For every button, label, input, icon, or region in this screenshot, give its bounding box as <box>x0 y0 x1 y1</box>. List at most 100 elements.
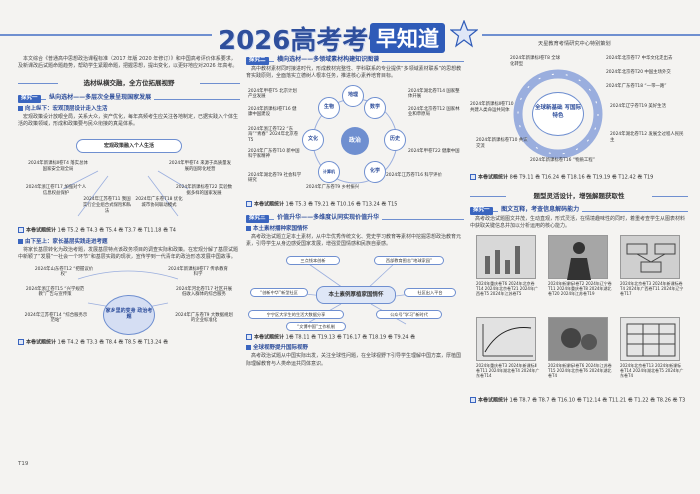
middle-column: 探究二 横向选材——多领域素材构建知识图谱 高中教材素材同时接进时代，形成教材完… <box>246 56 464 368</box>
diagram-center: 宏观政策融入个人生活 <box>76 139 182 154</box>
figure-image <box>620 316 680 361</box>
line-chart-thumbnail <box>482 323 533 357</box>
diagram-thumbnail <box>626 243 676 273</box>
tag-title: 图文互释，考查信息解码能力 <box>498 206 583 214</box>
wheel-item: 2024年浙江卷T22 “东海”“青春” 2024年北京卷T5 <box>248 126 299 143</box>
list-icon <box>470 396 476 403</box>
wheel-item: 2024年湖北卷T9 社会科学研究 <box>248 172 302 184</box>
diagram-node: 2024年甲卷T4 来源于高质量发展的国际化经营 <box>169 161 231 173</box>
tag-row-right-1: 探究一 图文互释，考查信息解码能力 <box>470 206 688 216</box>
banner: 2026高考考情 早知道 天星教育考情研究中心特别策划 <box>0 20 700 56</box>
intro-paragraph: 本文综合《普通高中思想政治课程标准（2017 年版 2020 年修订）》和中国高… <box>18 56 238 70</box>
right-column: 全球新基础 写国际特色 2024年新课标Ⅰ卷T8 全球化转型 2024年北京卷T… <box>470 56 688 404</box>
tag-title-1: 纵向选材——多层次全景呈现国家发展 <box>46 93 155 101</box>
subheading-2-text: 将家长基层转化为政治考题，发展基层特点该政务项目的调查实际和政策。在宏观分解了基… <box>18 247 239 261</box>
wheel-item: 2024年北京卷T12 国家林业和草原局 <box>408 106 460 118</box>
wheel-item: 2024年广东卷T9 乡村振兴 <box>306 184 360 190</box>
wheel-segment: 文化 <box>302 128 324 151</box>
ring-item: 2024年新课标卷T16 “物质工程” <box>530 158 595 163</box>
banner-left-rule <box>0 34 212 36</box>
chart-thumbnail <box>485 245 520 274</box>
list-icon <box>470 174 476 180</box>
subheading-1: 向上纵下：宏观顶层设计走入生活 <box>18 105 240 114</box>
mid-text-1: 高中教材素材同时接进时代，形成教材完整性、学科联系的专业提供“多领域素材联系”的… <box>246 66 462 80</box>
left-column: 本文综合《普通高中思想政治课程标准（2017 年版 2020 年修订）》和中国高… <box>18 56 240 346</box>
diagram2-node: 2024年山东卷T12 “把握议价权” <box>34 266 94 278</box>
map-item: 三点钱本创新 <box>286 255 340 265</box>
tag-row-mid-2: 探究三 价值升华——多维度认同实现价值升华 <box>246 214 464 224</box>
subheading-1-text: 宏观政策设计放眼全局，关系大众，资产优化，每年高频考生应关注各地制定，已据实践入… <box>18 113 239 128</box>
banner-right-rule <box>482 34 700 36</box>
wheel-item: 2024年甲卷T22 健康中国 <box>408 148 460 154</box>
list-icon <box>18 227 24 234</box>
diagram-node: 2024年新课标Ⅱ卷T4 落实总体国家安全观全局 <box>28 161 88 173</box>
ring-item: 2024年北京卷T20 中国主场外交 <box>606 70 671 75</box>
ring-center: 全球新基础 写国际特色 <box>532 92 584 136</box>
map-item: “文博中国”工作机制 <box>286 321 346 331</box>
map-center: 本土素例厚植家国情怀 <box>316 285 396 304</box>
ring-item: 2024年北京卷T7 中华文化走出去 <box>606 56 673 61</box>
publisher-credit: 天星教育考情研究中心特别策划 <box>538 41 611 47</box>
wheel-segment: 地理 <box>342 84 364 107</box>
stats-row-right-1: 本卷试题统计 8卷 T9.11 卷 T16.24 卷 T18.16 卷 T19.… <box>470 174 688 182</box>
diagram-node: 2024年江苏卷T11 我国实行企业组合式保险和私法 <box>82 197 132 214</box>
map-item: 公众号“学习”新时代 <box>376 309 442 319</box>
stats-row-mid-1: 本卷试题统计 1卷 T5.3 卷 T9.21 卷 T10.16 卷 T13.24… <box>246 200 464 209</box>
person-silhouette <box>567 241 591 280</box>
figure-caption: 2024年重庆卷T6 2024年北京卷T14 2024年北京卷T21 2024年… <box>476 280 538 296</box>
diagram2-center: 家乡里的变身 政治考题 <box>103 294 155 335</box>
wheel-item: 2024年江苏卷T16 科学评价 <box>386 172 442 178</box>
tag-label-1: 探究一 <box>18 94 41 103</box>
photo-thumbnail <box>561 327 597 350</box>
figure-image <box>476 316 536 361</box>
diagram-hometown: 2024年山东卷T12 “把握议价权” 2024年新课标Ⅱ卷T7 传承教育科学 … <box>18 265 240 339</box>
wheel-item: 2024年湖北卷T14 国家整体开展 <box>408 88 460 100</box>
star-icon <box>450 20 478 48</box>
wheel-segment: 化学 <box>364 160 386 183</box>
ring-item: 2024年新课标卷T10 共识交流 <box>476 138 528 149</box>
ring-item: 2024年新课标Ⅰ卷T8 全球化转型 <box>510 56 561 67</box>
section-title-left: 选材纵横交融，全方位拓展视野 <box>18 79 240 88</box>
global-ring: 全球新基础 写国际特色 2024年新课标Ⅰ卷T8 全球化转型 2024年北京卷T… <box>470 56 688 174</box>
banner-title: 2026高考考情 <box>218 26 395 56</box>
map-item: 宁宁区大学生的生活大数据分享 <box>248 309 344 319</box>
tag-title: 价值升华——多维度认同实现价值升华 <box>274 214 383 222</box>
right-text-1: 高考政治试题图文并茂，生动直观，形式灵活，在情境趣味性的同时，着重考查学生从图表… <box>470 216 686 230</box>
page-number-left: T19 <box>18 461 29 467</box>
diagram-node: 2024年广东卷T18 优化城市协同联动模式 <box>135 197 183 209</box>
stats-row-2: 本卷试题统计 1卷 T4.2 卷 T3.3 卷 T8.4 卷 T8.5 卷 T1… <box>18 338 240 347</box>
stats-row-mid-2: 本卷试题统计 1卷 T8.11 卷 T19.13 卷 T16.17 卷 T18.… <box>246 333 464 342</box>
mid-subheading-1: 本土素材播种家国情怀 <box>246 226 464 234</box>
diagram2-node: 2024年广东卷T9 大数据规划的企业标准化 <box>175 312 233 324</box>
diagram2-node: 2024年江苏卷T14 “综合服务示范站” <box>24 312 88 324</box>
mid-subheading-2-text: 高考政治试题从中国实际出发，关注全球性问题，在全球视野下引导学生理解中国方案，厚… <box>246 353 462 367</box>
figure-caption: 2024年新课标Ⅰ卷T6 2024年江苏卷T15 2024年北京卷T6 2024… <box>548 362 612 378</box>
diagram-node: 2024年浙江卷T17 加强对个人信息权益保护 <box>25 185 87 197</box>
tag-label: 探究二 <box>246 57 269 65</box>
tag-label: 探究三 <box>246 215 269 224</box>
figure-image <box>476 234 536 279</box>
map-item: 西部教育图志“地球家园” <box>374 255 444 265</box>
figure-image <box>548 316 608 361</box>
tag-label: 探究一 <box>470 207 493 216</box>
figure-image <box>548 234 608 280</box>
ring-item: 2024年广东卷T18 “一带一路” <box>606 84 667 89</box>
diagram2-node: 2024年河北卷T17 社区开展低收入群体的综合服务 <box>176 286 232 298</box>
wheel-item: 2024年甲卷T5 北京计划产业发展 <box>248 88 297 100</box>
diagram-policy: 宏观政策融入个人生活 2024年新课标Ⅱ卷T4 落实总体国家安全观全局 2024… <box>18 131 240 227</box>
wheel-segment: 生物 <box>318 96 340 119</box>
ring-item: 2024年新课标Ⅱ卷T10 共建人类命运共同体 <box>470 102 514 113</box>
diagram2-node: 2024年新课标Ⅱ卷T7 传承教育科学 <box>168 266 228 278</box>
map-item: “创新中华”新型社区 <box>250 287 308 297</box>
diagram-node: 2024年新课标卷T22 实验数据多样的国家发展 <box>176 185 232 197</box>
stats-row: 本卷试题统计 1卷 T5.2 卷 T4.3 卷 T5.4 卷 T3.7 卷 T1… <box>18 227 240 235</box>
stats-row-right-2: 本卷试题统计 1卷 T8.7 卷 T8.7 卷 T16.10 卷 T12.14 … <box>470 396 688 405</box>
wheel-segment: 计算机 <box>318 160 340 183</box>
subject-wheel: 政治 生物 数学 历史 文化 化学 计算机 地理 2024年甲卷T5 北京计划产… <box>246 83 464 201</box>
figure-caption: 2024年重庆卷T3 2024年新课标Ⅱ卷T11 2024年湖北卷T4 2024… <box>476 362 540 378</box>
wheel-item: 2024年广东卷T10 新中国科学家精神 <box>248 148 300 160</box>
wheel-center: 政治 <box>341 126 369 155</box>
mid-subheading-1-text: 高考政治试题立足本土素材，从中华优秀传统文化、党史学习教育等素材中挖掘思想政治教… <box>246 234 462 248</box>
tag-row-1: 探究一 纵向选材——多层次全景呈现国家发展 <box>18 93 240 104</box>
